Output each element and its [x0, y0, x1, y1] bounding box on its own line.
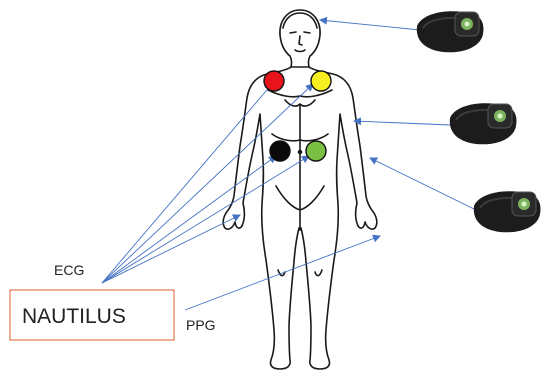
armband-head	[417, 11, 484, 52]
ppg-label: PPG	[186, 317, 216, 333]
connection-arrows	[102, 20, 476, 310]
leg-lines	[278, 270, 322, 276]
torso-outline-right	[301, 67, 377, 369]
arrow-ecg-black	[102, 156, 276, 283]
ecg-label: ECG	[54, 262, 84, 278]
arrow-armband-upper-arm	[354, 121, 450, 125]
electrode-black	[270, 141, 290, 161]
electrode-yellow	[311, 71, 331, 91]
arrow-ecg-green	[102, 156, 309, 283]
face-features	[290, 32, 310, 52]
arrow-armband-head	[320, 20, 420, 30]
sensor-led-core	[465, 22, 470, 27]
arrow-ecg-hip	[102, 215, 240, 283]
armband-upper-arm	[450, 103, 517, 144]
navel	[299, 151, 302, 154]
sensor-led-core	[522, 202, 527, 207]
electrode-green	[306, 141, 326, 161]
armband-forearm	[474, 191, 541, 232]
nautilus-label: NAUTILUS	[22, 305, 126, 328]
human-body-figure	[223, 10, 377, 369]
arrow-ecg-yellow	[102, 84, 313, 283]
arrow-armband-forearm	[370, 158, 476, 210]
arrow-ppg-wrist	[185, 236, 380, 310]
sensor-led-core	[498, 114, 503, 119]
electrodes	[264, 71, 331, 161]
hair-outline	[283, 13, 317, 28]
electrode-red	[264, 71, 284, 91]
